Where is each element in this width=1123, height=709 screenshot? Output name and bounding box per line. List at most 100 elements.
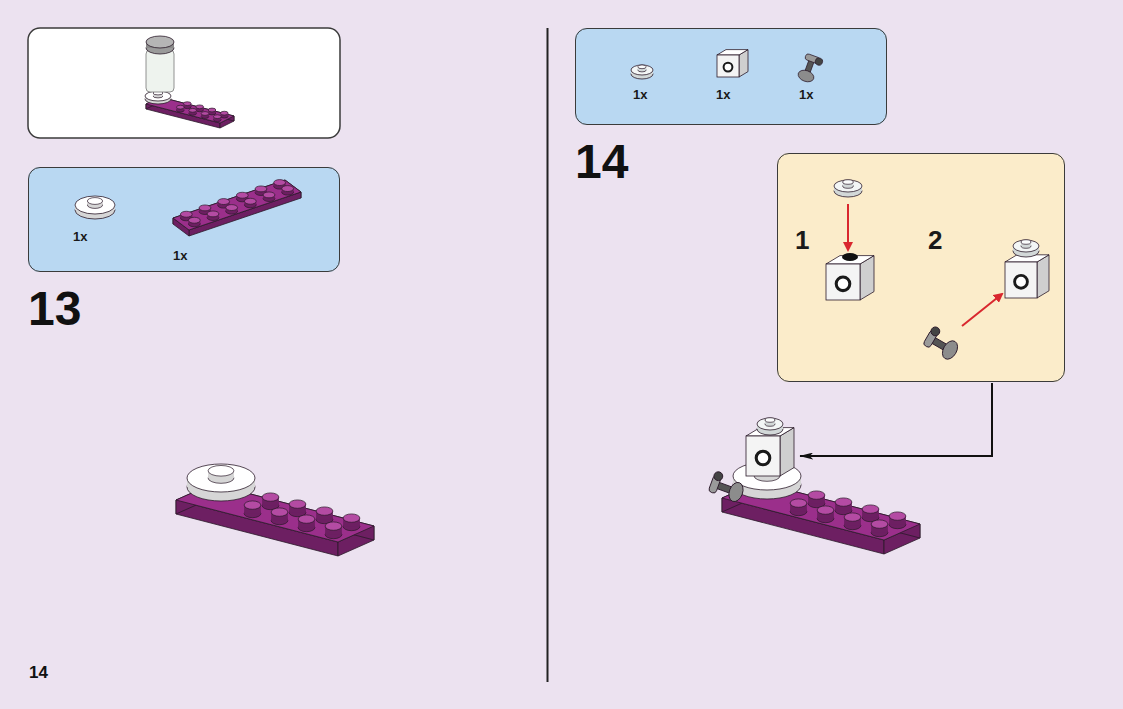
panel-fill <box>28 167 340 272</box>
stud-top <box>189 108 197 112</box>
panel-fill <box>777 153 1065 382</box>
stud-top <box>214 115 222 119</box>
stud-top <box>843 180 854 185</box>
stud-top <box>343 514 360 522</box>
stud-top <box>207 211 219 217</box>
stud-top <box>263 192 275 198</box>
round-plate-top <box>834 180 862 192</box>
substep-number: 2 <box>928 227 942 253</box>
part-count: 1x <box>716 88 730 101</box>
stud-top <box>87 198 102 205</box>
lever-base <box>939 338 960 362</box>
stud-top <box>199 205 211 211</box>
stud-top <box>862 505 879 513</box>
stud-top <box>262 493 279 501</box>
stud-top <box>244 501 261 509</box>
stud-top <box>218 199 230 205</box>
round-plate-top <box>631 65 653 75</box>
lever-end <box>713 471 724 482</box>
stud-top <box>889 512 906 520</box>
stud-top <box>180 211 192 217</box>
side-stud <box>756 451 770 465</box>
plate-top <box>173 180 301 230</box>
page-divider <box>547 28 549 682</box>
stud-top <box>236 192 248 198</box>
lever-base <box>797 68 816 84</box>
brick-front <box>1005 262 1037 298</box>
plate-side <box>176 500 338 556</box>
lego-parts <box>75 36 1049 556</box>
stud-top <box>196 105 204 109</box>
part-count: 1x <box>799 88 813 101</box>
step-number: 14 <box>575 138 628 186</box>
side-stud <box>836 277 850 291</box>
round-plate-top <box>145 91 171 101</box>
lever-end <box>929 325 941 337</box>
stud-top <box>177 105 185 109</box>
stud-top <box>226 205 238 211</box>
round-plate-top <box>757 418 783 430</box>
glass-cylinder <box>146 50 174 92</box>
round-plate-top <box>75 196 115 214</box>
stud-top <box>282 186 294 192</box>
stud-top <box>871 520 888 528</box>
round-plate-top <box>187 464 255 492</box>
plate-side <box>189 192 301 236</box>
stud-top <box>274 180 286 186</box>
brick-front <box>746 436 780 476</box>
lever-part <box>922 325 962 362</box>
round-plate-top <box>1013 240 1039 252</box>
cylinder-cap-top <box>146 36 174 48</box>
part-count: 1x <box>633 88 647 101</box>
stud-top <box>271 508 288 516</box>
stud-top <box>790 499 807 507</box>
side-stud <box>724 63 733 72</box>
preview-model <box>145 36 234 128</box>
stud-top <box>638 65 646 69</box>
stud-top <box>208 108 216 112</box>
stud-top <box>844 513 861 521</box>
lever-part <box>797 53 824 85</box>
stud-top <box>221 111 229 115</box>
page-number: 14 <box>29 664 48 681</box>
stud-top <box>817 506 834 514</box>
stud-top <box>289 500 306 508</box>
substep-number: 1 <box>795 227 809 253</box>
stud-top <box>316 507 333 515</box>
brick-top <box>717 50 748 55</box>
preview-box <box>28 28 340 138</box>
brick-front <box>717 55 739 77</box>
stud-top <box>765 418 775 423</box>
brick-front <box>826 264 860 300</box>
side-stud <box>1015 275 1028 288</box>
parts-panel: 1x 1x 1x <box>575 28 887 125</box>
plate-side <box>146 104 220 128</box>
panel-fill <box>575 28 887 125</box>
leader-arrow <box>800 383 992 456</box>
parts-panel: 12 <box>777 153 1065 382</box>
part-count: 1x <box>173 249 187 262</box>
assembly-arrow <box>847 204 849 250</box>
stud-top <box>208 465 234 476</box>
stud-top <box>255 186 267 192</box>
lever-base <box>726 480 745 503</box>
stud-top <box>201 112 209 116</box>
lever-part <box>708 471 747 504</box>
stud-top <box>808 491 825 499</box>
stud-top <box>298 515 315 523</box>
stud-top <box>184 102 192 106</box>
step-number: 13 <box>28 285 81 333</box>
callout-leader <box>800 383 992 456</box>
stud-top <box>244 198 256 204</box>
panel-fills <box>28 28 1065 382</box>
stud-top <box>325 522 342 530</box>
part-count: 1x <box>73 230 87 243</box>
stud-top <box>188 217 200 223</box>
assembly-arrow <box>962 294 1002 326</box>
stud-top <box>842 253 858 261</box>
plate-side <box>722 498 884 554</box>
stud-top <box>1021 240 1031 245</box>
parts-panel: 1x 1x <box>28 167 340 272</box>
